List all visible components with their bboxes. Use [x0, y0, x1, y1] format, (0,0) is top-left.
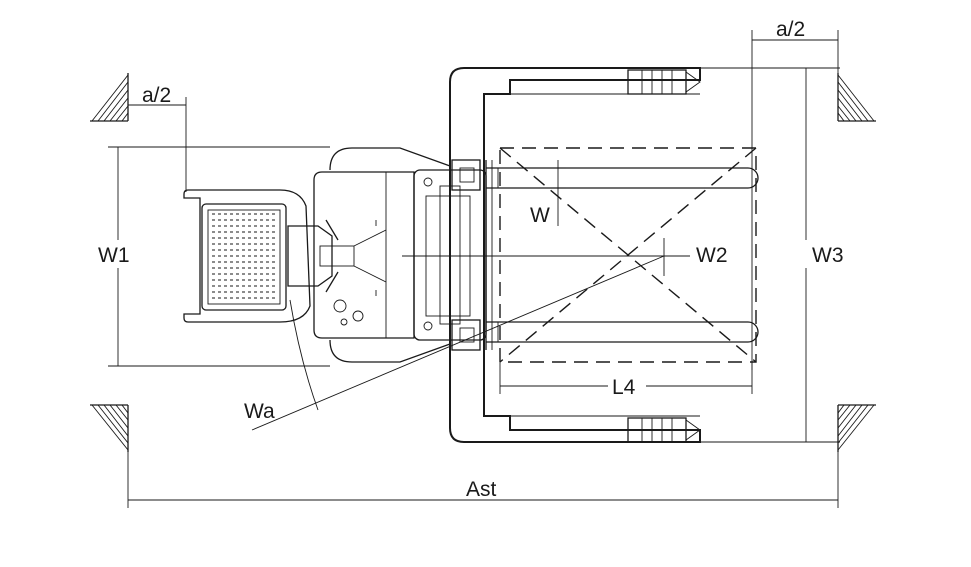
dimension-w1: [108, 146, 330, 367]
mast-carriage: [413, 159, 493, 351]
dimension-w2: [402, 238, 690, 276]
load-wheel-bottom: [627, 417, 701, 443]
label-l4: L4: [612, 376, 636, 399]
truck-body: [313, 147, 451, 363]
turning-radius: [251, 255, 665, 431]
wall-symbol-bottom-right: [837, 404, 876, 452]
label-ast: Ast: [466, 478, 497, 501]
label-wa: Wa: [244, 400, 275, 423]
dimension-a-half-left: [127, 97, 187, 192]
label-w1: W1: [98, 244, 130, 267]
label-w3: W3: [812, 244, 844, 267]
label-a-half-right: a/2: [776, 18, 805, 41]
operator-platform: [183, 189, 311, 323]
label-w2: W2: [696, 244, 728, 267]
dimension-l4: [499, 362, 753, 394]
dimension-w: [550, 160, 566, 226]
wall-symbol-bottom-left: [90, 404, 129, 452]
fork-top: [486, 167, 759, 189]
dimension-w3: [700, 67, 840, 443]
wall-symbol-top-left: [90, 73, 129, 122]
dimension-ast: [127, 452, 839, 508]
dimension-a-half-right: [751, 30, 839, 370]
label-w: W: [530, 204, 550, 227]
wall-symbol-top-right: [837, 73, 876, 122]
load-wheel-top: [627, 69, 701, 95]
label-a-half-left: a/2: [142, 84, 171, 107]
steering-tiller: [287, 219, 387, 293]
fork-bottom: [486, 321, 759, 343]
pallet-outline: [499, 147, 757, 363]
